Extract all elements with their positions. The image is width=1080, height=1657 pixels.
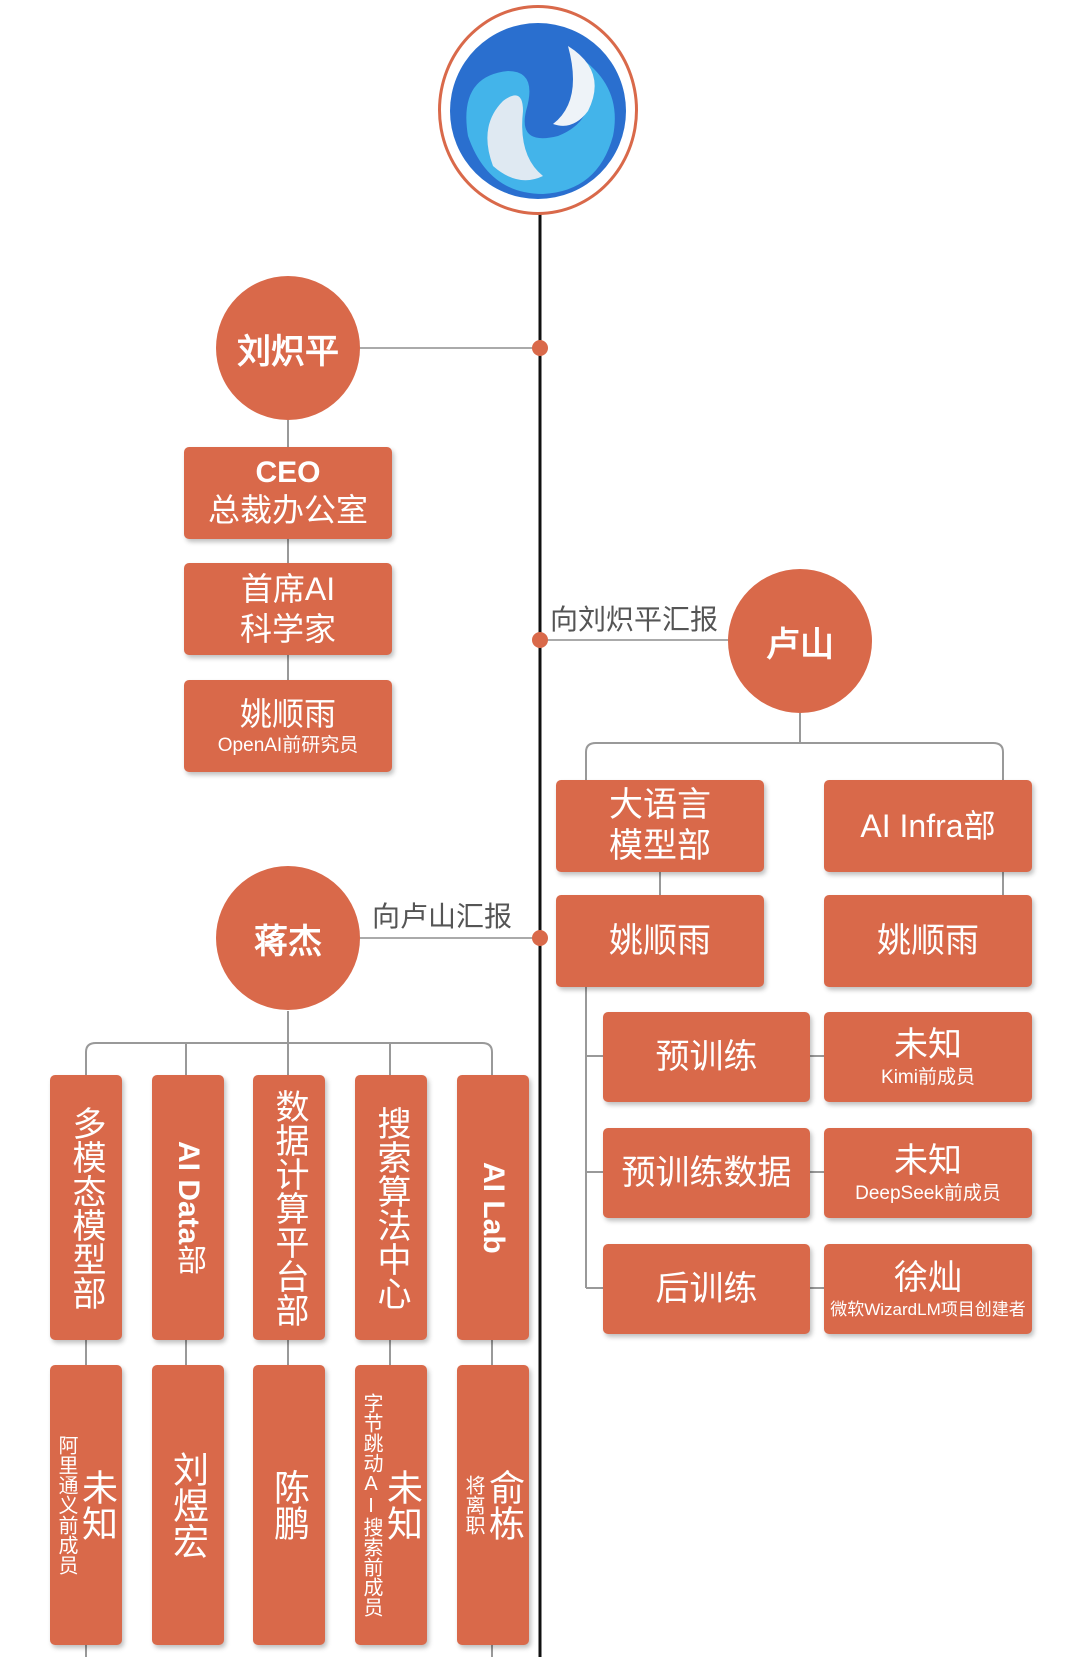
search-note-part-c: 搜索前成员 xyxy=(360,1517,382,1617)
lu-bracket xyxy=(585,742,1004,780)
posttrain-lead-sub: 微软WizardLM项目创建者 xyxy=(830,1299,1026,1319)
pretrain-data-lead-name: 未知 xyxy=(894,1141,962,1180)
pretrain-box: 预训练 xyxy=(603,1012,810,1102)
ai-data-latin: AI Data xyxy=(172,1140,205,1245)
infra-head-box: 姚顺雨 xyxy=(824,895,1032,987)
llm-dept-box: 大语言 模型部 xyxy=(556,780,764,872)
posttrain-lead-box: 徐灿 微软WizardLM项目创建者 xyxy=(824,1244,1032,1334)
pretrain-data-lead-sub: DeepSeek前成员 xyxy=(855,1182,1001,1204)
pretrain-label: 预训练 xyxy=(655,1037,758,1076)
pretrain-lead-name: 未知 xyxy=(894,1025,962,1064)
ai-data-dept-label: AI Data部 xyxy=(166,1141,210,1274)
ai-lab-head-note: 将离职 xyxy=(462,1475,484,1535)
liu-junction-dot xyxy=(532,340,548,356)
data-compute-dept-label: 数据计算平台部 xyxy=(270,1088,308,1327)
logo-icon xyxy=(450,23,626,199)
company-logo xyxy=(438,5,638,215)
ai-infra-dept-box: AI Infra部 xyxy=(824,780,1032,872)
yao-name-left: 姚顺雨 xyxy=(239,696,336,732)
llm-head-name: 姚顺雨 xyxy=(609,921,711,960)
search-note-part-a: 字节跳动 xyxy=(360,1393,382,1473)
multimodal-head-box: 阿里通义前成员 未知 xyxy=(50,1365,122,1645)
lu-relation-label: 向刘炽平汇报 xyxy=(550,604,719,635)
chief-ai-scientist-box: 首席AI 科学家 xyxy=(184,563,392,655)
multimodal-dept-box: 多模态模型部 xyxy=(50,1075,122,1340)
multimodal-head-name: 未知 xyxy=(77,1469,118,1541)
llm-dept-line1: 大语言 xyxy=(609,786,711,824)
ai-lab-dept-box: AI Lab xyxy=(457,1075,529,1340)
pretrain-data-box: 预训练数据 xyxy=(603,1128,810,1218)
person-jiang-name: 蒋杰 xyxy=(254,922,322,961)
ai-data-dept-box: AI Data部 xyxy=(152,1075,224,1340)
ai-data-cjk: 部 xyxy=(172,1244,205,1275)
person-lu: 卢山 xyxy=(728,569,872,713)
ai-data-head-box: 刘煜宏 xyxy=(152,1365,224,1645)
data-compute-dept-box: 数据计算平台部 xyxy=(253,1075,325,1340)
pretrain-data-lead-box: 未知 DeepSeek前成员 xyxy=(824,1128,1032,1218)
pretrain-lead-sub: Kimi前成员 xyxy=(881,1066,975,1088)
jiang-junction-dot xyxy=(532,930,548,946)
search-note-part-b: AI xyxy=(360,1473,382,1517)
search-algo-head-note: 字节跳动AI搜索前成员 xyxy=(360,1393,382,1617)
search-algo-head-name: 未知 xyxy=(382,1469,423,1541)
pretrain-lead-box: 未知 Kimi前成员 xyxy=(824,1012,1032,1102)
posttrain-box: 后训练 xyxy=(603,1244,810,1334)
infra-head-name: 姚顺雨 xyxy=(877,921,979,960)
person-lu-name: 卢山 xyxy=(766,625,834,664)
chief-ai-line2: 科学家 xyxy=(239,611,336,647)
ai-infra-label: AI Infra部 xyxy=(860,808,996,844)
search-algo-head-box: 字节跳动AI搜索前成员 未知 xyxy=(355,1365,427,1645)
ceo-office-label: 总裁办公室 xyxy=(207,492,368,528)
search-algo-dept-box: 搜索算法中心 xyxy=(355,1075,427,1340)
jiang-relation-label: 向卢山汇报 xyxy=(372,901,513,932)
yao-sub-left: OpenAI前研究员 xyxy=(217,735,359,756)
person-liu: 刘炽平 xyxy=(216,276,360,420)
pretrain-data-label: 预训练数据 xyxy=(621,1153,792,1192)
ai-lab-head-box: 将离职 俞栋 xyxy=(457,1365,529,1645)
person-liu-name: 刘炽平 xyxy=(237,332,339,371)
search-algo-dept-label: 搜索算法中心 xyxy=(372,1105,410,1310)
data-compute-head-box: 陈鹏 xyxy=(253,1365,325,1645)
llm-dept-line2: 模型部 xyxy=(609,827,711,865)
yao-box-left: 姚顺雨 OpenAI前研究员 xyxy=(184,680,392,772)
ceo-office-box: CEO 总裁办公室 xyxy=(184,447,392,539)
ai-lab-head-name: 俞栋 xyxy=(484,1469,525,1541)
chief-ai-line1: 首席AI xyxy=(240,571,336,607)
ai-data-head-name: 刘煜宏 xyxy=(168,1451,209,1559)
lu-junction-dot xyxy=(532,632,548,648)
ai-lab-dept-label: AI Lab xyxy=(477,1161,510,1254)
multimodal-head-note: 阿里通义前成员 xyxy=(55,1435,77,1575)
ceo-label: CEO xyxy=(255,456,321,489)
posttrain-label: 后训练 xyxy=(655,1269,758,1308)
data-compute-head-name: 陈鹏 xyxy=(269,1469,310,1541)
person-jiang: 蒋杰 xyxy=(216,866,360,1010)
posttrain-lead-name: 徐灿 xyxy=(894,1258,962,1297)
multimodal-dept-label: 多模态模型部 xyxy=(67,1105,105,1310)
llm-head-box: 姚顺雨 xyxy=(556,895,764,987)
